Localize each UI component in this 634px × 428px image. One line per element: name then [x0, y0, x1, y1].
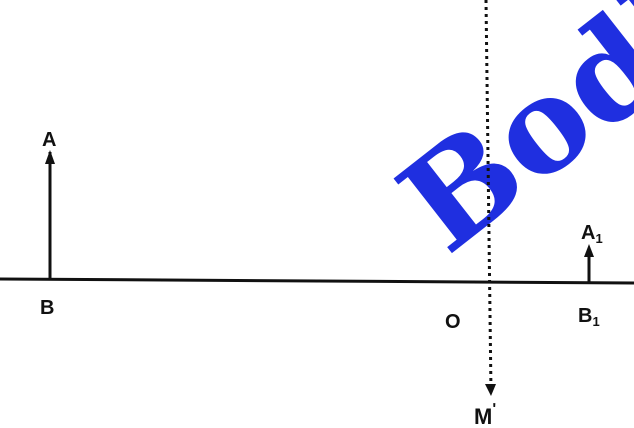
- image-arrowhead: [584, 244, 594, 257]
- label-B1: B1: [578, 305, 600, 329]
- label-B: B: [40, 297, 54, 319]
- object-arrowhead: [45, 150, 55, 164]
- label-M-prime: Mʹ: [474, 401, 496, 428]
- label-O: O: [445, 311, 461, 333]
- principal-axis: [0, 277, 634, 285]
- label-A1: A1: [581, 222, 603, 246]
- mirror-line-dotted: [484, 0, 493, 393]
- label-A: A: [42, 129, 56, 151]
- mirror-end-arrowhead: [485, 384, 496, 396]
